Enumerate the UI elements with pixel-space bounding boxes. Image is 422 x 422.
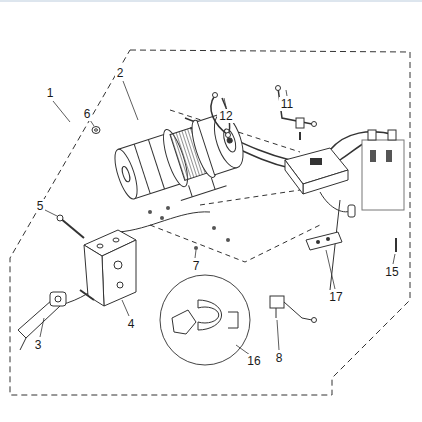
callout-number: 4 bbox=[126, 317, 137, 331]
leader-lines bbox=[40, 81, 395, 355]
callout-number: 5 bbox=[35, 199, 46, 213]
callout-number: 17 bbox=[327, 290, 344, 304]
bolts bbox=[57, 215, 94, 300]
remote-control bbox=[306, 232, 342, 250]
callout-number: 16 bbox=[245, 354, 262, 368]
control-cable bbox=[118, 212, 210, 232]
cable-clips bbox=[160, 275, 250, 365]
screws bbox=[148, 206, 230, 250]
control-cable bbox=[320, 192, 352, 212]
winch bbox=[109, 109, 253, 217]
contactor bbox=[285, 148, 348, 194]
fuse-cable bbox=[278, 88, 312, 124]
bolt bbox=[395, 238, 397, 252]
callout-number: 1 bbox=[45, 86, 56, 100]
callout-number: 2 bbox=[115, 66, 126, 80]
callout-number: 8 bbox=[274, 351, 285, 365]
frame-rule bbox=[0, 1, 422, 2]
callout-number: 12 bbox=[217, 109, 234, 123]
callout-number: 6 bbox=[82, 107, 93, 121]
kit-boundary bbox=[10, 50, 410, 395]
callout-number: 3 bbox=[33, 338, 44, 352]
mount-bracket bbox=[84, 230, 136, 306]
plug bbox=[348, 205, 355, 217]
reference-line bbox=[150, 225, 320, 262]
reference-line bbox=[200, 190, 300, 205]
battery bbox=[362, 130, 404, 210]
callout-number: 11 bbox=[279, 97, 295, 111]
washer bbox=[92, 127, 100, 134]
connector bbox=[270, 296, 317, 323]
callout-number: 7 bbox=[191, 259, 202, 273]
callout-number: 15 bbox=[383, 265, 400, 279]
